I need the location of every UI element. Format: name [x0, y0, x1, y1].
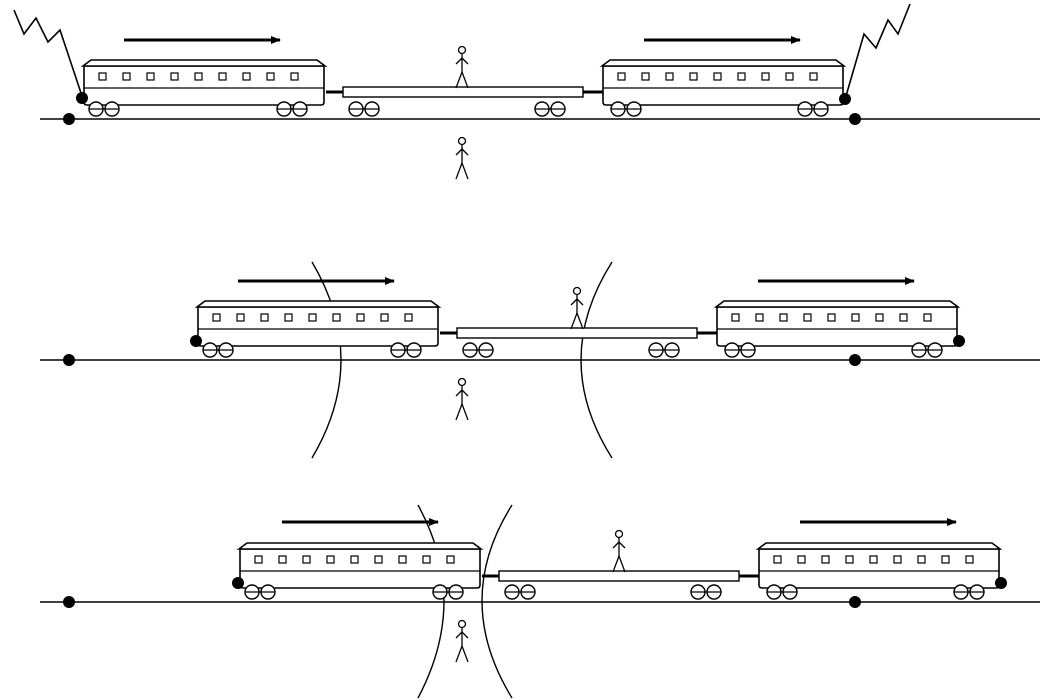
person-icon	[456, 621, 468, 663]
flash-point-icon	[995, 577, 1007, 589]
panel-3	[40, 505, 1040, 698]
passenger-car-left	[197, 301, 439, 346]
passenger-car-left	[83, 60, 325, 105]
person-icon	[456, 138, 468, 180]
flash-point-icon	[849, 354, 861, 366]
flatcar-middle	[440, 328, 717, 338]
person-icon	[571, 288, 583, 330]
person-icon	[456, 379, 468, 421]
passenger-car-right	[758, 543, 1000, 588]
lightning-bolt-icon	[14, 10, 82, 96]
flash-point-icon	[63, 354, 75, 366]
panel-1-cars	[14, 4, 910, 179]
flatcar-middle	[326, 87, 603, 97]
flash-point-icon	[190, 335, 202, 347]
flash-point-icon	[232, 577, 244, 589]
flash-point-icon	[76, 92, 88, 104]
passenger-car-left	[239, 543, 481, 588]
lightning-bolt-icon	[846, 4, 910, 96]
person-icon	[456, 47, 468, 89]
flatcar-middle	[482, 571, 759, 581]
panel-2	[40, 262, 1040, 458]
flash-point-icon	[849, 113, 861, 125]
flash-point-icon	[839, 93, 851, 105]
passenger-car-right	[602, 60, 844, 105]
flash-point-icon	[849, 596, 861, 608]
person-icon	[613, 531, 625, 573]
passenger-car-right	[716, 301, 958, 346]
flash-point-icon	[953, 335, 965, 347]
flash-point-icon	[63, 596, 75, 608]
flash-point-icon	[63, 113, 75, 125]
